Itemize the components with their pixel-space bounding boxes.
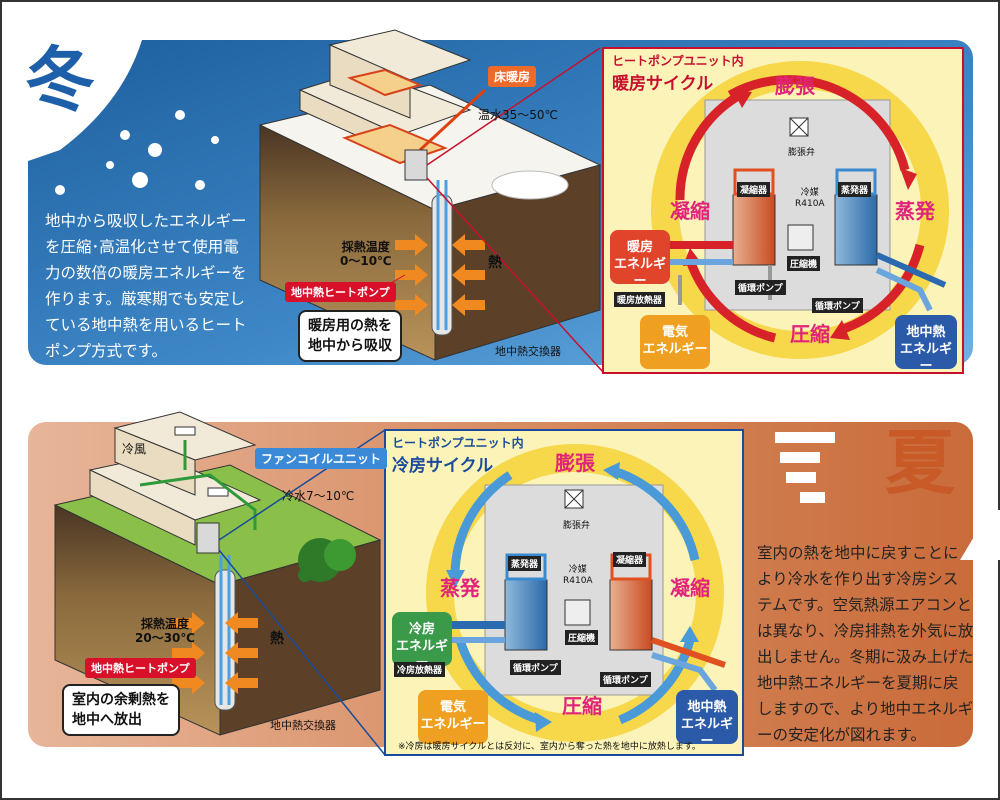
summer-heat-pump-label: 地中熱ヒートポンプ (85, 658, 196, 678)
summer-terminal-label: 冷房放熱器 (394, 662, 446, 677)
summer-condenser-label: 凝縮器 (613, 552, 647, 567)
winter-cycle-header: ヒートポンプユニット内 暖房サイクル (612, 54, 744, 94)
summer-compressor-label: 圧縮機 (565, 630, 599, 645)
winter-heat-pump-label: 地中熱ヒートポンプ (285, 282, 396, 302)
summer-cycle-header: ヒートポンプユニット内 冷房サイクル (392, 436, 524, 476)
winter-circ-pump-2: 循環ポンプ (812, 298, 863, 313)
summer-callout: 室内の余剰熱を地中へ放出 (62, 684, 180, 736)
summer-phase-compress: 圧縮 (562, 694, 602, 718)
summer-electric-energy: 電気エネルギー (418, 690, 488, 744)
winter-circ-pump-1: 循環ポンプ (735, 280, 786, 295)
summer-phase-expand: 膨張 (555, 451, 595, 475)
winter-phase-compress: 圧縮 (790, 322, 830, 346)
floor-heating-label: 床暖房 (488, 66, 537, 87)
winter-callout: 暖房用の熱を地中から吸収 (298, 310, 402, 362)
winter-heat-label: 熱 (488, 255, 502, 271)
winter-condenser-label: 凝縮器 (737, 182, 771, 197)
summer-ground-energy: 地中熱エネルギー (676, 690, 738, 749)
snow-dots (55, 110, 219, 195)
winter-season-glyph: 冬 (25, 39, 95, 121)
summer-load-energy: 冷房エネルギー (392, 612, 452, 671)
summer-exchanger-label: 地中熱交換器 (270, 719, 336, 732)
summer-phase-condense: 凝縮 (670, 576, 710, 600)
sun-rays (775, 432, 1000, 560)
summer-evaporator-label: 蒸発器 (508, 556, 542, 571)
summer-circ-pump-1: 循環ポンプ (510, 660, 561, 675)
winter-expansion-valve-label: 膨張弁 (788, 148, 816, 158)
winter-ground-energy: 地中熱エネルギー (895, 315, 957, 374)
winter-electric-energy: 電気エネルギー (640, 315, 710, 369)
winter-exchanger-label: 地中熱交換器 (495, 345, 561, 358)
summer-expansion-valve-label: 膨張弁 (563, 521, 591, 531)
winter-load-energy: 暖房エネルギー (610, 230, 670, 289)
winter-terminal-label: 暖房放熱器 (614, 292, 666, 307)
winter-description: 地中から吸収したエネルギー を圧縮･高温化させて使用電 力の数倍の暖房エネルギー… (45, 212, 247, 360)
winter-corner (2, 2, 150, 170)
winter-evaporator-label: 蒸発器 (838, 182, 872, 197)
summer-cycle-note: ※冷房は暖房サイクルとは反対に、室内から奪った熱を地中に放熱します。 (398, 742, 701, 752)
summer-phase-evaporate: 蒸発 (440, 576, 480, 600)
summer-description: 室内の熱を地中に戻すことに より冷水を作り出す冷房シス テムです。空気熱源エアコ… (757, 544, 974, 744)
winter-phase-condense: 凝縮 (670, 199, 710, 223)
summer-season-glyph: 夏 (885, 422, 955, 504)
cold-water-label: 冷水7～10℃ (282, 489, 355, 503)
winter-phase-expand: 膨張 (775, 74, 815, 98)
winter-compressor-label: 圧縮機 (787, 256, 821, 271)
summer-heat-label: 熱 (270, 631, 284, 647)
winter-ground-block (258, 29, 604, 373)
hot-water-label: 温水35～50℃ (478, 108, 559, 122)
cool-air-label: 冷風 (122, 442, 147, 456)
winter-phase-evaporate: 蒸発 (895, 199, 935, 223)
summer-circ-pump-2: 循環ポンプ (600, 672, 651, 687)
fan-coil-label: ファンコイルユニット (255, 448, 388, 469)
